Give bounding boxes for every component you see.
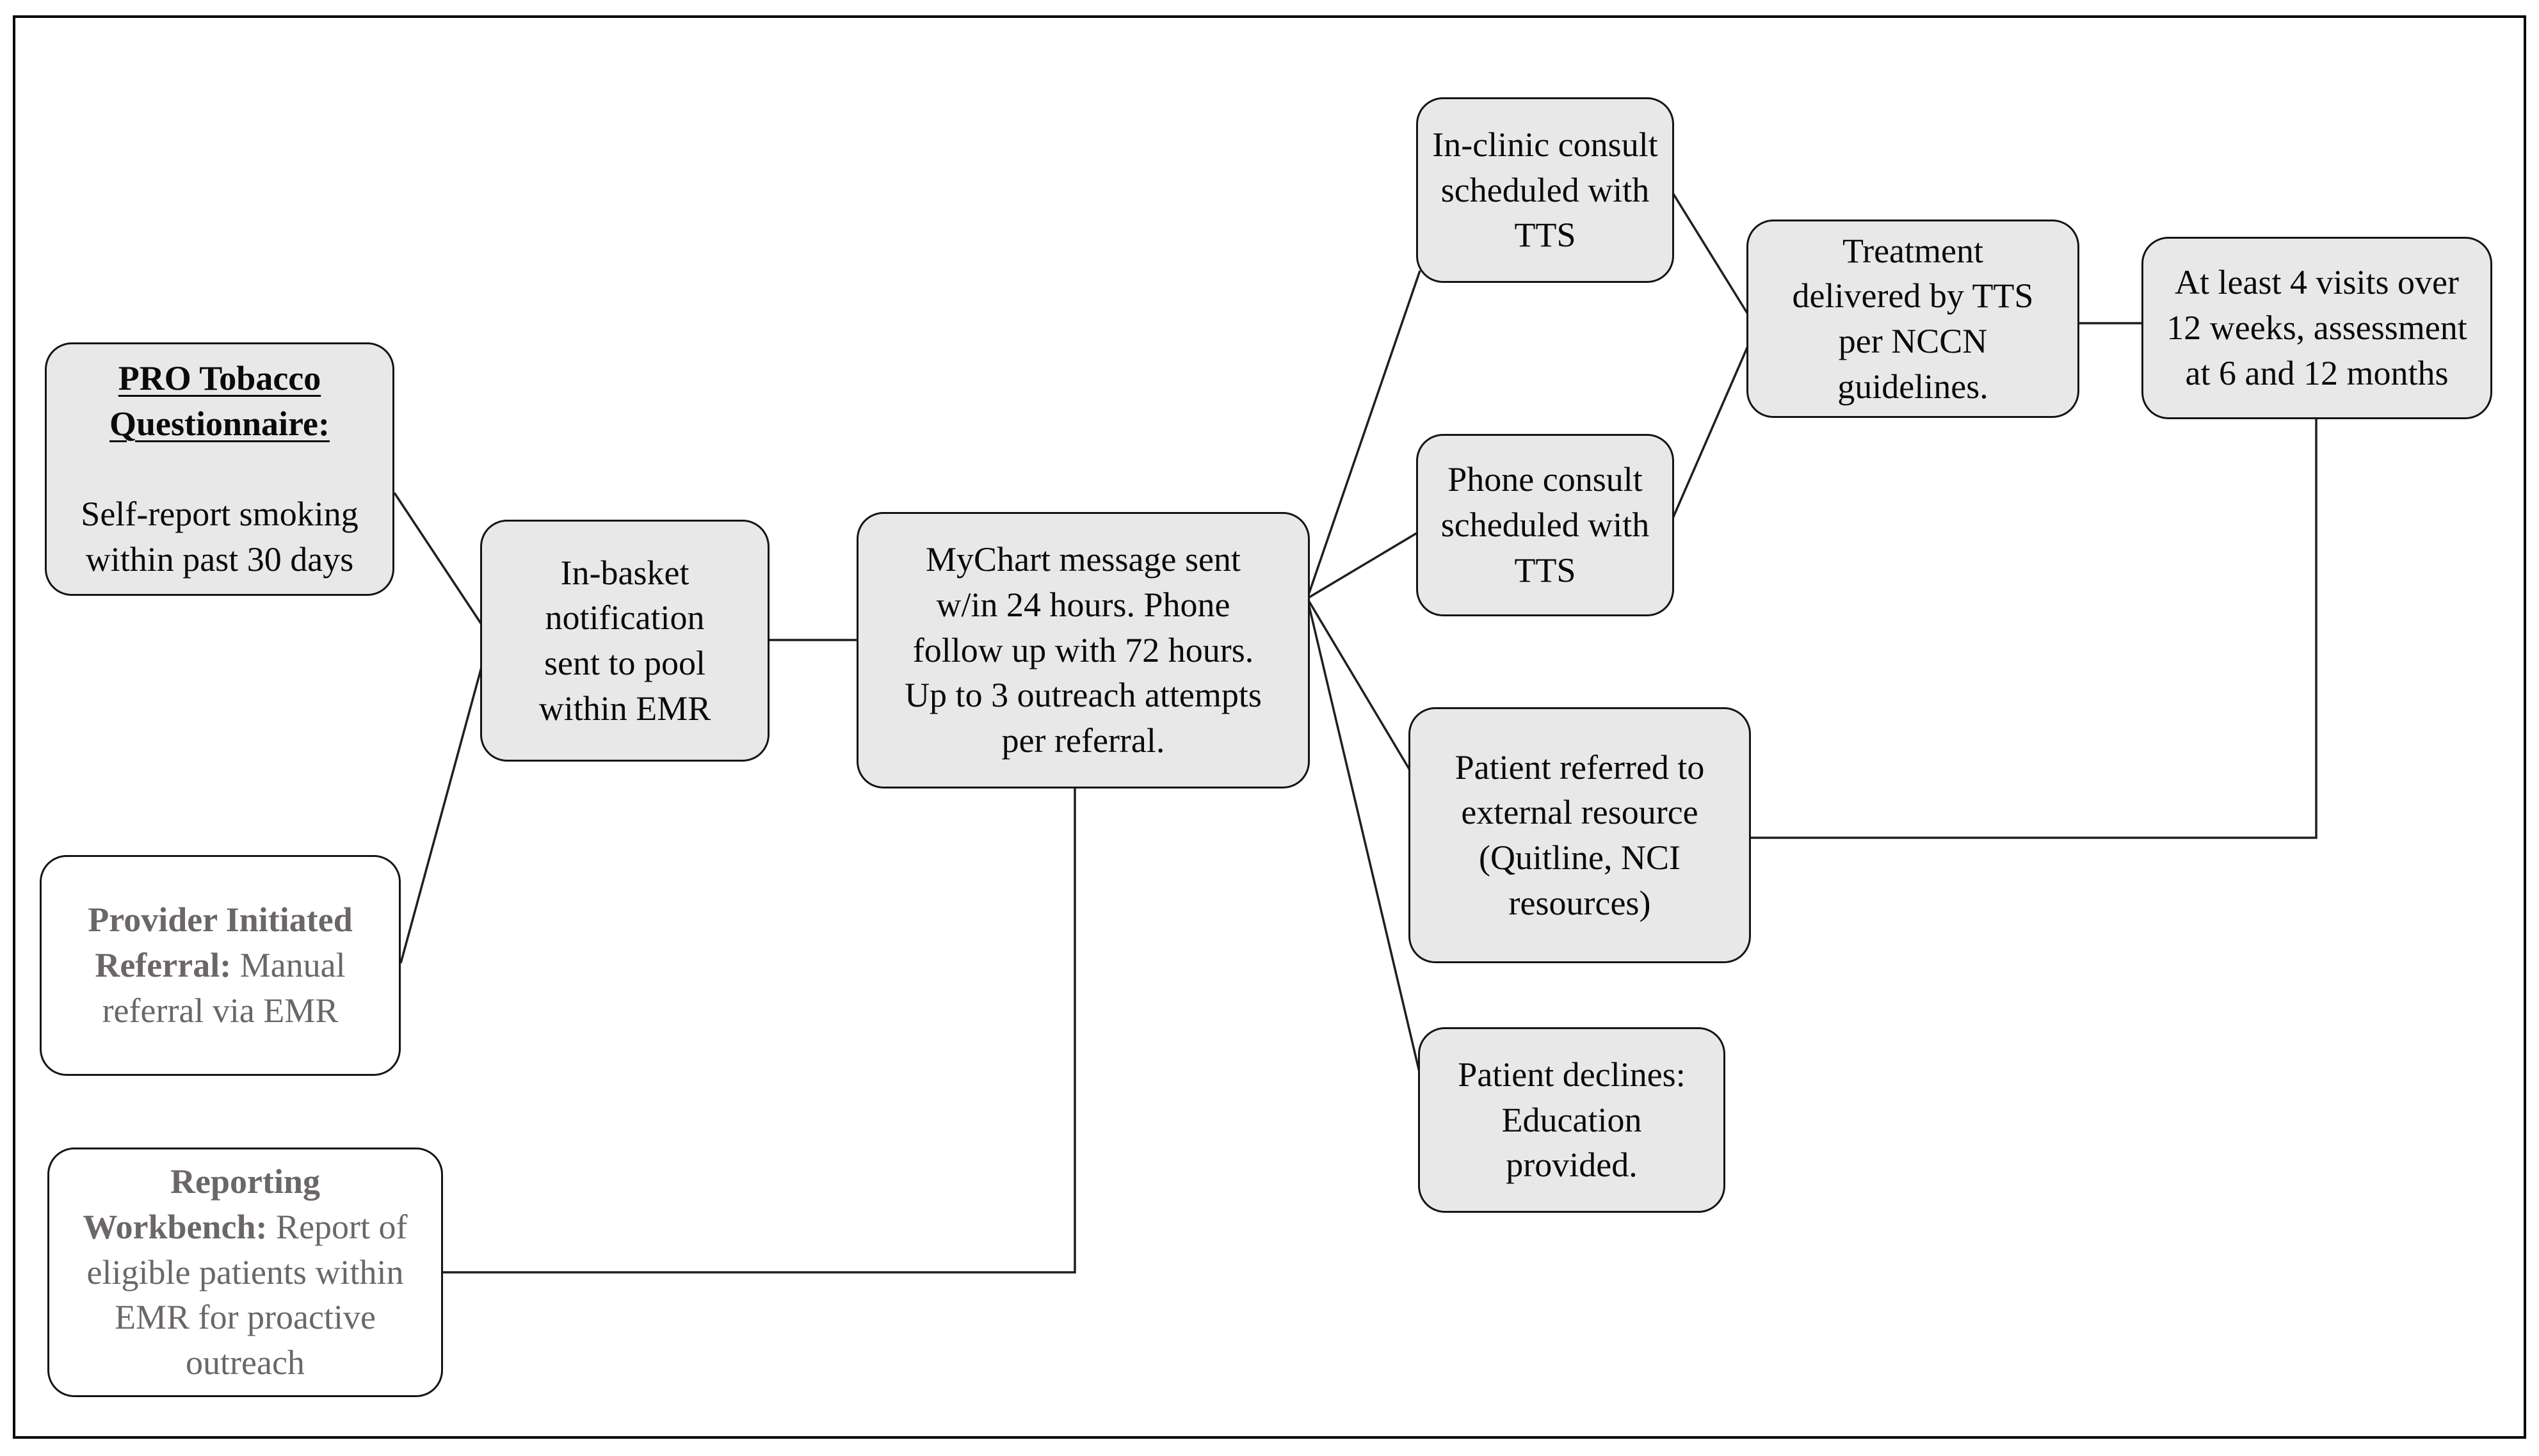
node-provider-initiated-referral: Provider Initiated Referral: Manual refe… — [40, 855, 401, 1076]
node-body: Phone consult scheduled with TTS — [1440, 460, 1650, 589]
node-patient-declines: Patient declines: Education provided. — [1418, 1027, 1725, 1213]
node-body: Patient referred to external resource (Q… — [1455, 748, 1705, 922]
node-title: PRO Tobacco Questionnaire: — [109, 359, 330, 443]
node-body: In-clinic consult scheduled with TTS — [1432, 125, 1658, 255]
node-body: Patient declines: Education provided. — [1458, 1055, 1686, 1185]
edge-mychart-to-referred — [1306, 598, 1415, 777]
node-visits-assessment: At least 4 visits over 12 weeks, assessm… — [2141, 237, 2492, 419]
edge-inclinic-to-treatment — [1671, 191, 1752, 319]
node-body: Self-report smoking within past 30 days — [81, 495, 359, 579]
node-body: Manual referral via EMR — [102, 946, 346, 1030]
node-body: Treatment delivered by TTS per NCCN guid… — [1792, 231, 2034, 406]
node-title: Reporting Workbench: — [83, 1162, 320, 1246]
edge-pro-to-inbasket — [393, 492, 491, 637]
node-text: Reporting Workbench: Report of eligible … — [83, 1159, 408, 1386]
edge-mychart-to-phone — [1307, 530, 1421, 600]
node-body: In-basket notification sent to pool with… — [538, 553, 711, 728]
node-mychart-outreach: MyChart message sent w/in 24 hours. Phon… — [857, 512, 1310, 788]
node-text: PRO Tobacco Questionnaire: Self-report s… — [81, 356, 358, 582]
edge-mychart-to-inclinic — [1306, 270, 1421, 599]
node-title: Provider Initiated Referral: — [88, 900, 353, 985]
edge-visits-to-referred — [1749, 416, 2317, 839]
node-treatment-delivered: Treatment delivered by TTS per NCCN guid… — [1746, 220, 2079, 418]
node-body: MyChart message sent w/in 24 hours. Phon… — [905, 540, 1262, 760]
node-in-clinic-consult: In-clinic consult scheduled with TTS — [1416, 97, 1674, 283]
node-pro-tobacco-questionnaire: PRO Tobacco Questionnaire: Self-report s… — [45, 342, 394, 596]
node-phone-consult: Phone consult scheduled with TTS — [1416, 434, 1674, 616]
node-reporting-workbench: Reporting Workbench: Report of eligible … — [47, 1148, 443, 1397]
node-in-basket-notification: In-basket notification sent to pool with… — [480, 520, 770, 762]
edge-mychart-to-declines — [1306, 598, 1424, 1089]
node-referred-external-resource: Patient referred to external resource (Q… — [1408, 707, 1751, 963]
node-body: At least 4 visits over 12 weeks, assessm… — [2166, 263, 2467, 392]
node-body: Report of eligible patients within EMR f… — [86, 1207, 408, 1382]
figure-frame — [13, 15, 2526, 1439]
edge-phone-to-treatment — [1671, 340, 1752, 520]
node-text: Provider Initiated Referral: Manual refe… — [88, 897, 353, 1033]
edge-report-to-mychart — [443, 787, 1076, 1274]
edge-provider-to-inbasket — [399, 636, 491, 964]
